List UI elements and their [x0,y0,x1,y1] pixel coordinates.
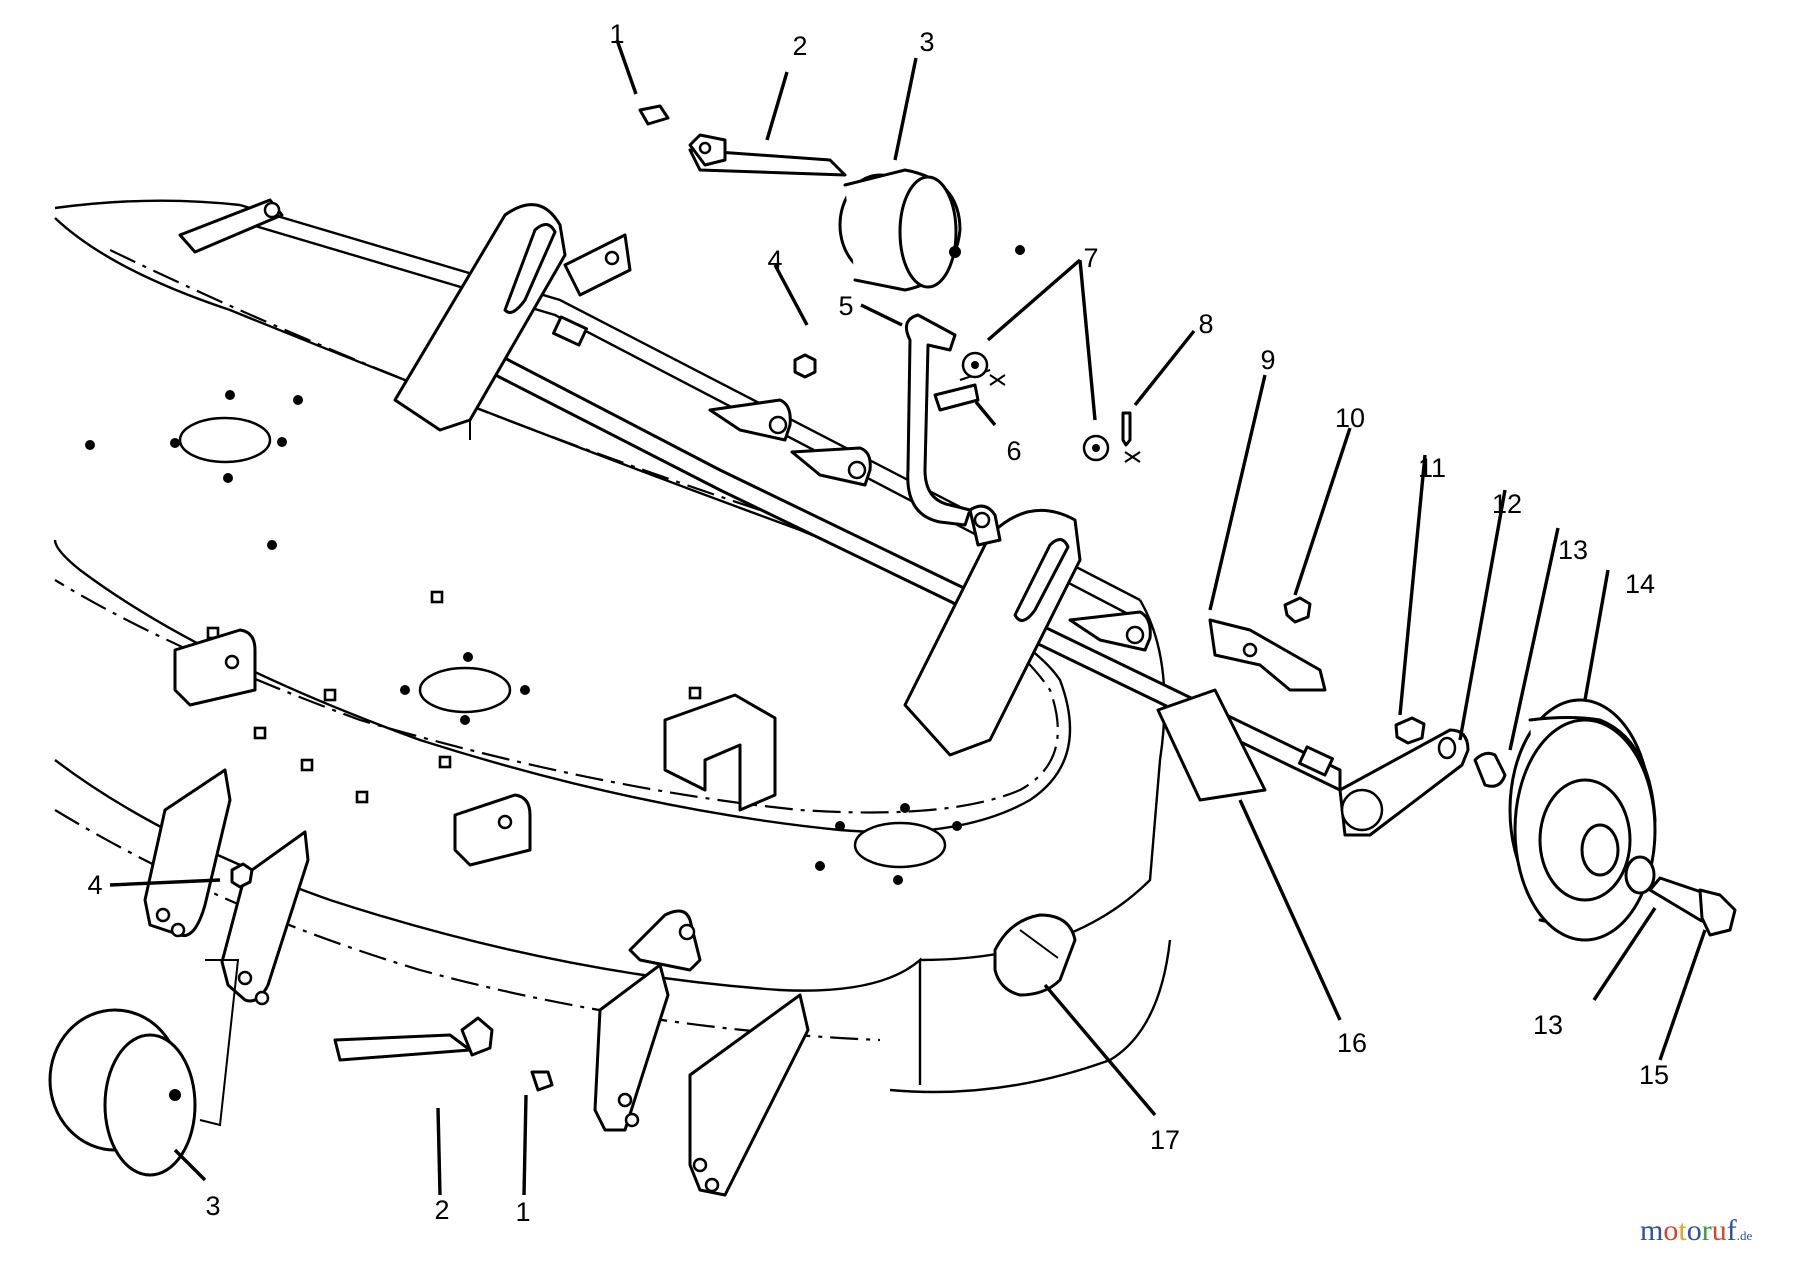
callout-6: 6 [1006,436,1021,466]
watermark-letter-6: f [1727,1214,1737,1247]
skid-left [143,768,310,1006]
callout-10: 10 [1335,403,1365,433]
watermark-letter-1: o [1663,1214,1678,1247]
callout-17: 17 [1150,1125,1180,1155]
callout-15: 15 [1639,1060,1669,1090]
callout-3: 3 [919,27,934,57]
svg-text:motoruf.de: motoruf.de [1640,1214,1752,1247]
callout-4: 4 [767,245,782,275]
watermark-letter-0: m [1640,1214,1663,1247]
callout-13: 13 [1558,535,1588,565]
callout-14: 14 [1625,569,1655,599]
roller-front [48,959,554,1177]
adjust-knob [993,913,1077,997]
callout-13-lower: 13 [1533,1010,1563,1040]
mower-deck [53,199,1172,1094]
callout-16: 16 [1337,1028,1367,1058]
callout-1-lower: 1 [515,1197,530,1227]
leader-lines [109,39,1707,1196]
callout-9: 9 [1260,345,1275,375]
callout-11: 11 [1418,453,1446,483]
watermark-suffix: .de [1737,1228,1753,1243]
wheel-assembly [1156,596,1737,942]
callout-2: 2 [792,31,807,61]
roller-top [638,104,1025,292]
callout-1: 1 [609,19,624,49]
watermark-letter-4: r [1702,1214,1712,1247]
callout-7: 7 [1083,243,1098,273]
skid-center [593,963,810,1197]
watermark-logo: motoruf.de [1640,1214,1752,1247]
callout-labels: 1 2 3 4 5 6 7 8 9 10 11 12 13 14 15 16 1… [87,19,1669,1227]
watermark-letter-3: o [1687,1214,1702,1247]
callout-8: 8 [1198,309,1213,339]
height-rod [793,313,1141,527]
watermark-letter-2: t [1678,1214,1687,1247]
callout-3-lower: 3 [205,1191,220,1221]
height-arm-left [393,203,567,440]
callout-4-lower: 4 [87,870,102,900]
watermark-letter-5: u [1712,1214,1727,1247]
callout-2-lower: 2 [434,1195,449,1225]
callout-5: 5 [838,291,853,321]
height-arm-right [903,504,1082,757]
callout-12: 12 [1492,489,1522,519]
